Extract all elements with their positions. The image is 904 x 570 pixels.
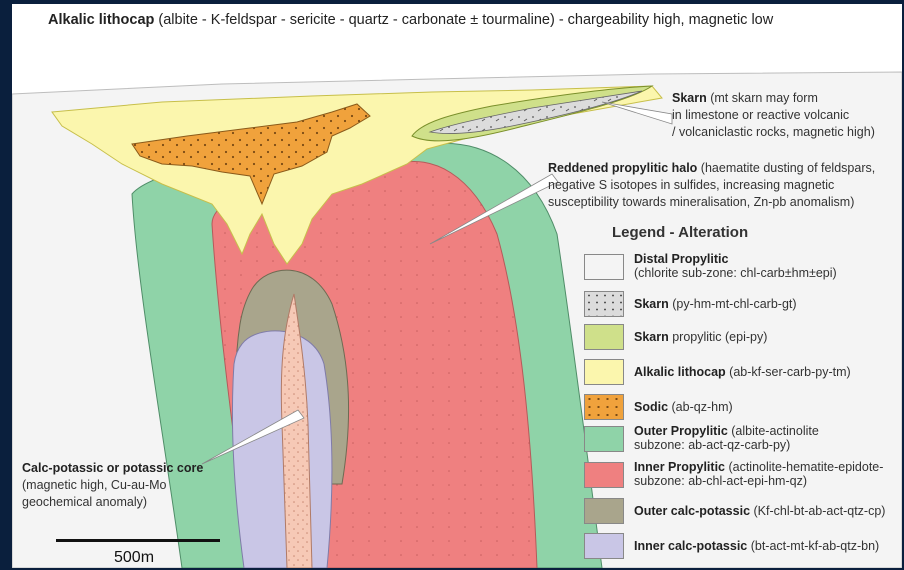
reddened-annotation: Reddened propylitic halo (haematite dust… — [548, 160, 875, 211]
legend-text: Sodic (ab-qz-hm) — [634, 400, 733, 414]
reddened-annotation-line3: susceptibility towards mineralisation, Z… — [548, 195, 854, 209]
legend-label-bold: Skarn — [634, 330, 669, 344]
legend-label-detail: (bt-act-mt-kf-ab-qtz-bn) — [747, 539, 879, 553]
legend-text: Inner calc-potassic (bt-act-mt-kf-ab-qtz… — [634, 539, 879, 553]
legend-label-bold: Distal Propylitic — [634, 252, 728, 266]
reddened-annotation-line2: negative S isotopes in sulfides, increas… — [548, 178, 834, 192]
legend-label-line2: (chlorite sub-zone: chl-carb±hm±epi) — [634, 266, 837, 280]
legend-swatch — [584, 533, 624, 559]
core-annotation-line2: geochemical anomaly) — [22, 495, 147, 509]
legend-label-bold: Inner Propylitic — [634, 460, 725, 474]
legend-label-detail: (Kf-chl-bt-ab-act-qtz-cp) — [750, 504, 885, 518]
legend-text: Skarn propylitic (epi-py) — [634, 330, 767, 344]
legend-text: Skarn (py-hm-mt-chl-carb-gt) — [634, 297, 797, 311]
legend-swatch — [584, 324, 624, 350]
skarn-annotation-bold: Skarn — [672, 91, 707, 105]
legend-swatch — [584, 291, 624, 317]
legend-item: Sodic (ab-qz-hm) — [584, 392, 904, 426]
legend-swatch — [584, 498, 624, 524]
legend-label-bold: Alkalic lithocap — [634, 365, 726, 379]
legend-label-bold: Skarn — [634, 297, 669, 311]
legend-label-detail: (ab-kf-ser-carb-py-tm) — [726, 365, 851, 379]
legend-item: Outer calc-potassic (Kf-chl-bt-ab-act-qt… — [584, 496, 904, 530]
legend-label-bold: Sodic — [634, 400, 668, 414]
legend-swatch — [584, 462, 624, 488]
diagram-title: Alkalic lithocap (albite - K-feldspar - … — [48, 12, 773, 28]
legend-label-detail: (albite-actinolite — [728, 424, 819, 438]
legend-label-bold: Outer calc-potassic — [634, 504, 750, 518]
legend-swatch — [584, 426, 624, 452]
legend-label-line2: subzone: ab-chl-act-epi-hm-qz) — [634, 474, 807, 488]
scale-label: 500m — [114, 549, 154, 567]
core-annotation-bold: Calc-potassic or potassic core — [22, 461, 203, 475]
legend-label-detail: (py-hm-mt-chl-carb-gt) — [669, 297, 797, 311]
legend-item: Skarn propylitic (epi-py) — [584, 322, 904, 356]
legend-item: Inner Propylitic (actinolite-hematite-ep… — [584, 460, 904, 494]
title-bold: Alkalic lithocap — [48, 12, 154, 28]
legend-title: Legend - Alteration — [612, 224, 748, 241]
legend-label-detail: (ab-qz-hm) — [668, 400, 733, 414]
reddened-annotation-bold: Reddened propylitic halo — [548, 161, 697, 175]
core-annotation-line1: (magnetic high, Cu-au-Mo — [22, 478, 167, 492]
legend-item: Distal Propylitic(chlorite sub-zone: chl… — [584, 252, 904, 286]
legend-item: Inner calc-potassic (bt-act-mt-kf-ab-qtz… — [584, 531, 904, 565]
diagram-frame: Alkalic lithocap (albite - K-feldspar - … — [12, 4, 902, 568]
legend-swatch — [584, 394, 624, 420]
skarn-annotation-line3: / volcaniclastic rocks, magnetic high) — [672, 125, 875, 139]
skarn-annotation: Skarn (mt skarn may form in limestone or… — [672, 90, 875, 141]
legend-label-line2: subzone: ab-act-qz-carb-py) — [634, 438, 790, 452]
skarn-annotation-line2: in limestone or reactive volcanic — [672, 108, 849, 122]
legend-text: Inner Propylitic (actinolite-hematite-ep… — [634, 460, 883, 488]
legend-swatch — [584, 254, 624, 280]
legend-label-bold: Inner calc-potassic — [634, 539, 747, 553]
legend-swatch — [584, 359, 624, 385]
legend-label-bold: Outer Propylitic — [634, 424, 728, 438]
reddened-annotation-line1: (haematite dusting of feldspars, — [697, 161, 875, 175]
legend-item: Skarn (py-hm-mt-chl-carb-gt) — [584, 289, 904, 323]
legend-label-detail: propylitic (epi-py) — [669, 330, 768, 344]
legend-item: Alkalic lithocap (ab-kf-ser-carb-py-tm) — [584, 357, 904, 391]
legend-label-detail: (actinolite-hematite-epidote- — [725, 460, 883, 474]
legend-text: Distal Propylitic(chlorite sub-zone: chl… — [634, 252, 837, 280]
title-rest: (albite - K-feldspar - sericite - quartz… — [154, 12, 773, 28]
legend-text: Outer calc-potassic (Kf-chl-bt-ab-act-qt… — [634, 504, 885, 518]
core-annotation: Calc-potassic or potassic core (magnetic… — [22, 460, 203, 511]
scale-bar — [56, 539, 220, 542]
legend-text: Alkalic lithocap (ab-kf-ser-carb-py-tm) — [634, 365, 851, 379]
skarn-annotation-line1: (mt skarn may form — [707, 91, 818, 105]
